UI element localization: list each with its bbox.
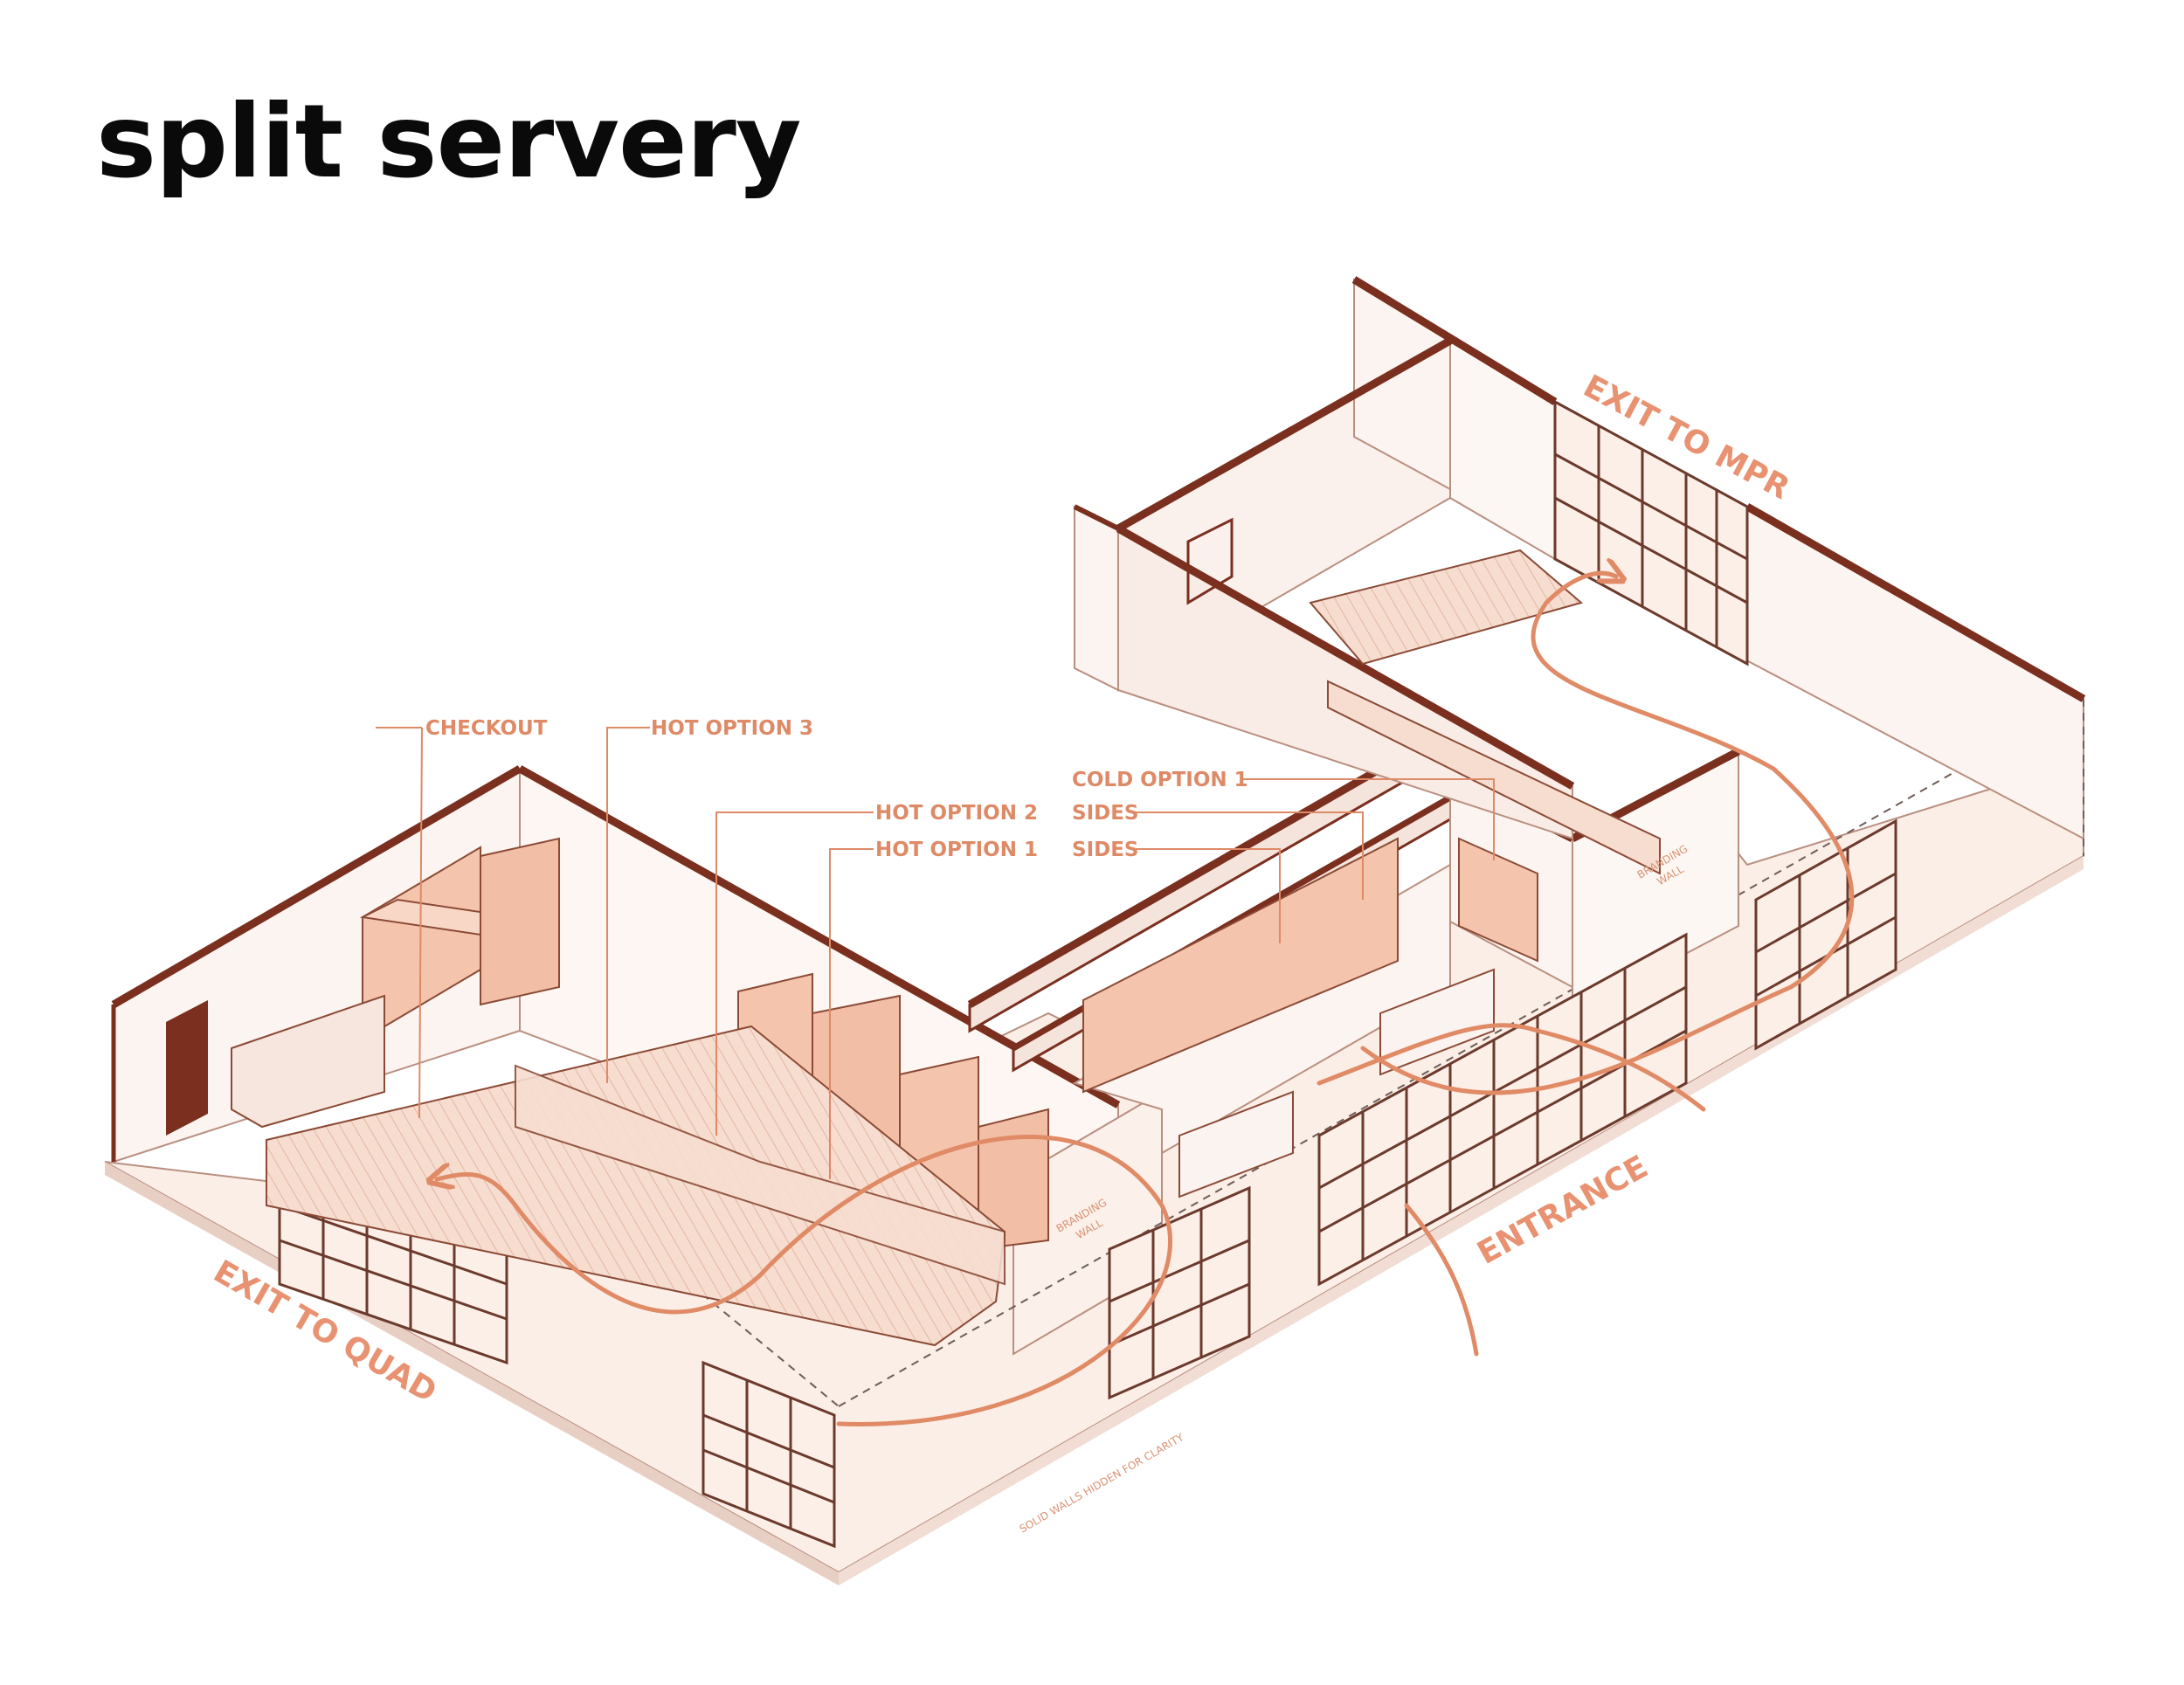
label-cold-option-1: COLD OPTION 1: [1072, 769, 1248, 791]
label-hot-option-1: HOT OPTION 1: [875, 839, 1038, 861]
leader-cold-option-1: [1241, 778, 1495, 860]
page-title: split servery: [96, 83, 801, 201]
long-counter-left: [266, 1025, 1006, 1347]
leader-hot-option-3: [606, 727, 650, 1083]
label-hot-option-3: HOT OPTION 3: [651, 717, 813, 740]
leader-hot-option-2: [715, 811, 874, 1136]
path-entrance-arc: [1404, 1203, 1479, 1357]
leader-sides-lower: [1136, 848, 1281, 943]
fridge-left-2: [480, 837, 560, 1006]
path-exit-to-quad: [437, 1135, 1172, 1426]
shelving-units: [1082, 837, 1538, 1094]
path-entrance-sweep: [1317, 1023, 1706, 1112]
label-sides-upper: SIDES: [1072, 802, 1139, 825]
label-checkout: CHECKOUT: [425, 717, 548, 740]
glazing-exit-to-mpr: [1553, 399, 1749, 666]
glazing-lower-left: [702, 1360, 836, 1549]
upper-counter: [1309, 549, 1661, 875]
leader-hot-option-1: [829, 848, 874, 1179]
glazing: [278, 399, 1897, 1549]
callout-labels: CHECKOUT HOT OPTION 3 HOT OPTION 2 HOT O…: [425, 717, 1248, 861]
label-sides-lower: SIDES: [1072, 839, 1139, 861]
leader-sides-upper: [1136, 811, 1364, 900]
path-exit-to-mpr: [1360, 573, 1855, 1095]
equipment: [231, 549, 1661, 1347]
circulation-paths: [437, 573, 1855, 1426]
glazing-middle: [1108, 1185, 1251, 1400]
counter-low-left: [231, 994, 385, 1129]
callout-leaders: [376, 727, 1495, 1179]
label-hot-option-2: HOT OPTION 2: [875, 802, 1038, 825]
